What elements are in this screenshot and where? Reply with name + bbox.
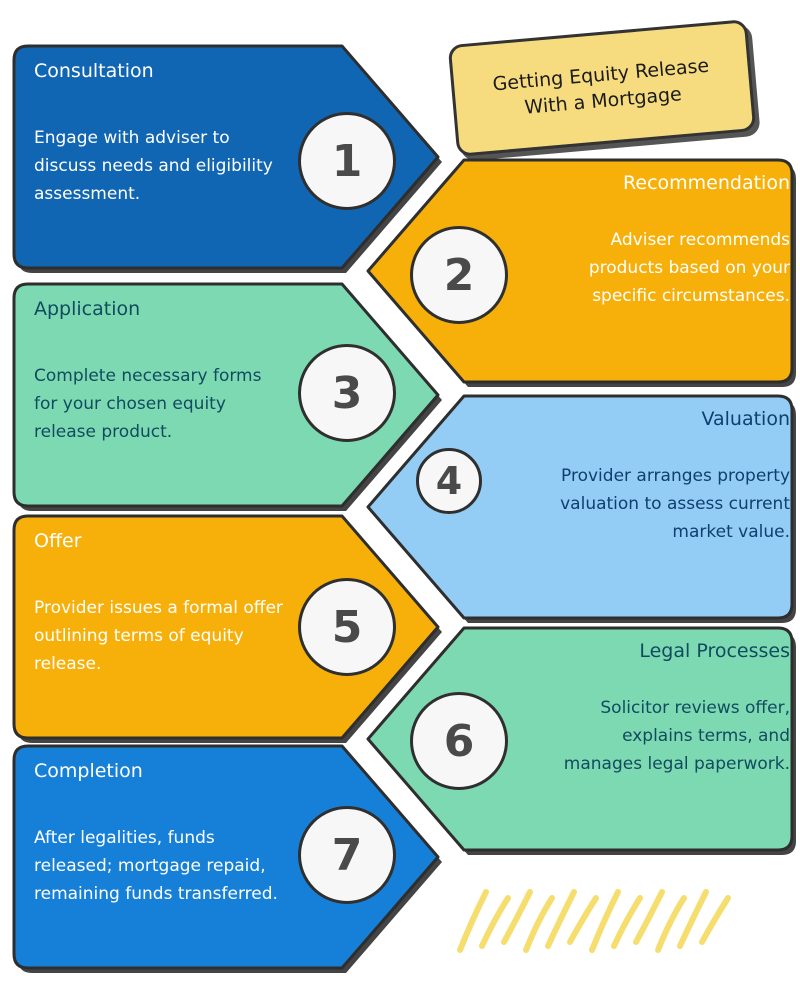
squiggle-stroke [611, 895, 643, 949]
step-card-fill [12, 514, 440, 740]
step-label: Recommendation [623, 172, 790, 194]
step-number-badge: 2 [410, 226, 508, 324]
step-card-fill [12, 282, 440, 508]
step-number-badge: 1 [298, 112, 396, 210]
step-card-fill [366, 158, 794, 384]
step-label: Valuation [701, 408, 790, 430]
step-description: Provider issues a formal offer outlining… [34, 598, 283, 674]
step-number-badge: 5 [298, 578, 396, 676]
step-shape [12, 514, 442, 743]
step-shape [366, 394, 796, 623]
step-label: Consultation [34, 60, 154, 82]
squiggle-stroke [633, 889, 665, 945]
squiggle-stroke [677, 889, 709, 949]
step-description: Solicitor reviews offer, explains terms,… [563, 698, 790, 774]
step-card-fill [12, 44, 440, 270]
step-description: After legalities, funds released; mortga… [34, 828, 278, 904]
step-label: Legal Processes [639, 640, 790, 662]
step-label: Completion [34, 760, 143, 782]
step-description: Provider arranges property valuation to … [560, 466, 790, 542]
step-shape [12, 44, 442, 273]
step-completion: Completion After legalities, funds relea… [12, 744, 454, 973]
squiggle-stroke [501, 889, 533, 945]
squiggle-stroke [457, 889, 489, 953]
step-number-badge: 6 [410, 692, 508, 790]
step-shape [366, 158, 796, 387]
step-description: Adviser recommends products based on you… [588, 230, 790, 306]
squiggle-stroke [589, 889, 621, 953]
decorative-squiggles [457, 889, 731, 953]
step-valuation: Valuation Provider arranges property val… [366, 394, 800, 623]
step-recommendation: Recommendation Adviser recommends produc… [366, 158, 800, 387]
step-label: Offer [34, 530, 82, 552]
squiggle-stroke [699, 895, 731, 945]
step-application: Application Complete necessary forms for… [12, 282, 454, 511]
step-description: Complete necessary forms for your chosen… [34, 366, 262, 442]
step-number-badge: 4 [416, 448, 482, 514]
step-card-fill [12, 744, 440, 970]
step-consultation: Consultation Engage with adviser to disc… [12, 44, 454, 273]
step-number-badge: 3 [298, 344, 396, 442]
step-card-fill [366, 626, 794, 852]
step-legal-processes: Legal Processes Solicitor reviews offer,… [366, 626, 800, 855]
title-card: Getting Equity Release With a Mortgage [447, 19, 757, 157]
squiggle-stroke [655, 895, 687, 953]
step-offer: Offer Provider issues a formal offer out… [12, 514, 454, 743]
squiggle-stroke [567, 895, 599, 945]
step-card-fill [366, 394, 794, 620]
step-number-badge: 7 [298, 806, 396, 904]
squiggle-stroke [479, 895, 511, 949]
step-shape [366, 626, 796, 855]
step-description: Engage with adviser to discuss needs and… [34, 128, 273, 204]
squiggle-stroke [523, 895, 555, 953]
step-label: Application [34, 298, 141, 320]
squiggle-stroke [545, 889, 577, 949]
